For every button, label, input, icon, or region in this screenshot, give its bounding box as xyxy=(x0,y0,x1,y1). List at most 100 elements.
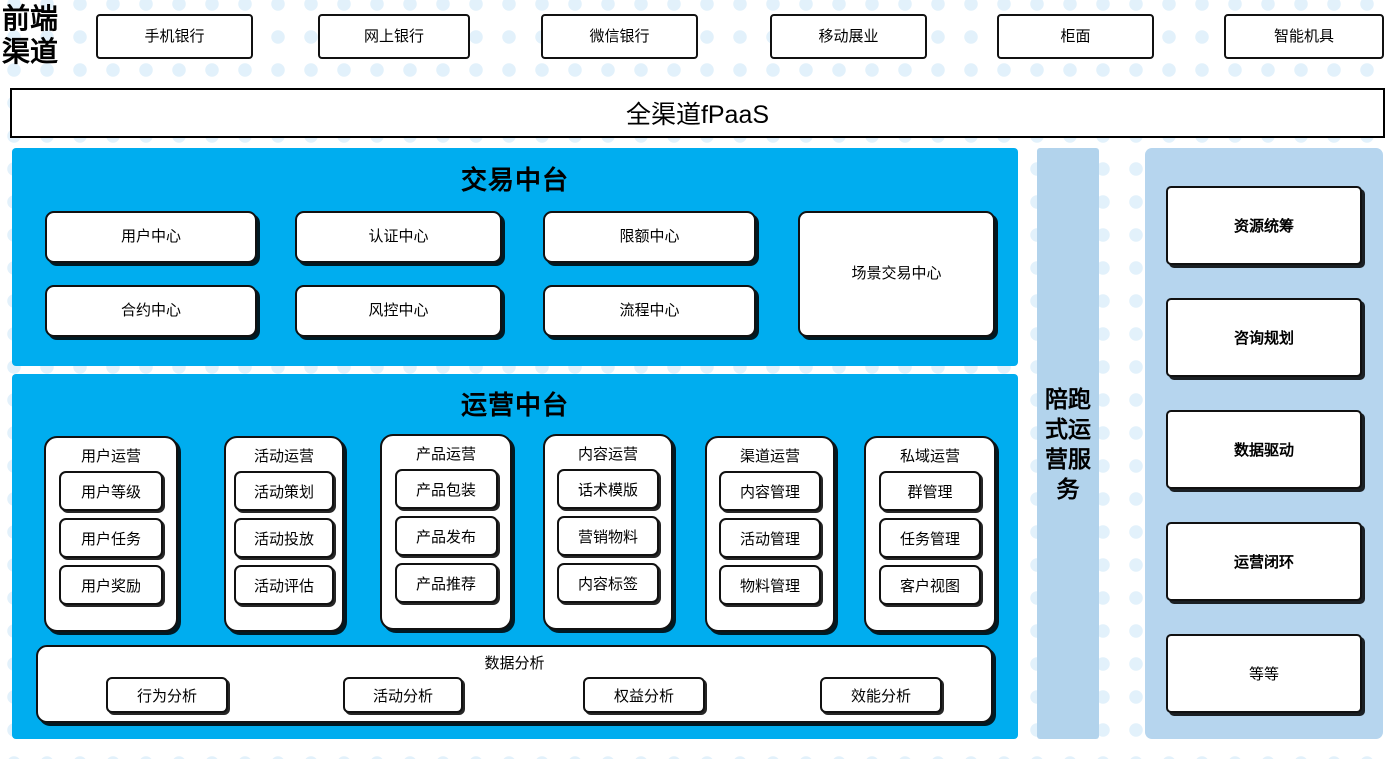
ops-item-label: 产品发布 xyxy=(415,528,476,546)
ops-group-title: 产品运营 xyxy=(415,446,476,463)
channel-box-2[interactable]: 网上银行 xyxy=(318,14,470,59)
ops-item-3-3[interactable]: 产品推荐 xyxy=(394,563,498,603)
ops-group-title: 私域运营 xyxy=(899,448,960,465)
data-analysis-item-label: 权益分析 xyxy=(613,687,674,705)
ops-item-label: 客户视图 xyxy=(899,577,960,595)
data-analysis-item-4[interactable]: 效能分析 xyxy=(820,677,942,713)
ops-item-label: 用户任务 xyxy=(80,530,141,548)
ops-item-label: 任务管理 xyxy=(899,530,960,548)
capability-box-1[interactable]: 资源统筹 xyxy=(1166,186,1362,265)
ops-group-5: 渠道运营内容管理活动管理物料管理 xyxy=(705,436,835,632)
ops-item-label: 用户奖励 xyxy=(80,577,141,595)
ops-item-label: 内容标签 xyxy=(577,575,638,593)
channel-box-6[interactable]: 智能机具 xyxy=(1224,14,1384,59)
ops-item-3-1[interactable]: 产品包装 xyxy=(394,469,498,509)
ops-item-label: 活动策划 xyxy=(253,483,314,501)
ops-platform-title: 运营中台 xyxy=(460,390,569,420)
trade-center-box-4[interactable]: 合约中心 xyxy=(45,285,257,337)
trade-center-label: 用户中心 xyxy=(120,228,181,246)
channel-label: 移动展业 xyxy=(818,27,879,45)
channel-box-5[interactable]: 柜面 xyxy=(997,14,1154,59)
ops-item-4-1[interactable]: 话术模版 xyxy=(557,469,659,509)
data-analysis-item-label: 效能分析 xyxy=(850,687,911,705)
ops-group-3: 产品运营产品包装产品发布产品推荐 xyxy=(380,434,512,630)
trade-center-box-5[interactable]: 风控中心 xyxy=(295,285,502,337)
ops-item-label: 产品推荐 xyxy=(415,575,476,593)
channel-label: 微信银行 xyxy=(589,27,650,45)
trade-center-label: 认证中心 xyxy=(368,228,429,246)
ops-group-2: 活动运营活动策划活动投放活动评估 xyxy=(224,436,344,632)
ops-item-5-3[interactable]: 物料管理 xyxy=(719,565,821,605)
trade-center-box-1[interactable]: 用户中心 xyxy=(45,211,257,263)
ops-item-label: 内容管理 xyxy=(739,483,800,501)
ops-item-6-3[interactable]: 客户视图 xyxy=(879,565,981,605)
trade-center-label: 合约中心 xyxy=(120,302,181,320)
ops-item-2-2[interactable]: 活动投放 xyxy=(234,518,334,558)
ops-item-4-3[interactable]: 内容标签 xyxy=(557,563,659,603)
trade-center-box-7[interactable]: 场景交易中心 xyxy=(798,211,995,337)
capability-label: 数据驱动 xyxy=(1233,442,1294,459)
ops-group-6: 私域运营群管理任务管理客户视图 xyxy=(864,436,996,632)
capability-box-2[interactable]: 咨询规划 xyxy=(1166,298,1362,377)
ops-item-6-1[interactable]: 群管理 xyxy=(879,471,981,511)
ops-item-label: 话术模版 xyxy=(577,481,638,499)
data-analysis-title: 数据分析 xyxy=(484,655,545,672)
channel-label: 智能机具 xyxy=(1273,27,1334,45)
ops-item-6-2[interactable]: 任务管理 xyxy=(879,518,981,558)
ops-item-label: 活动投放 xyxy=(253,530,314,548)
ops-item-2-1[interactable]: 活动策划 xyxy=(234,471,334,511)
frontend-label-line1: 前端 xyxy=(2,4,59,35)
capability-label: 等等 xyxy=(1248,666,1279,683)
ops-group-title: 渠道运营 xyxy=(739,448,800,465)
fpaas-bar[interactable]: 全渠道fPaaS xyxy=(10,88,1385,138)
frontend-label-line2: 渠道 xyxy=(2,37,59,68)
ops-item-label: 物料管理 xyxy=(739,577,800,595)
data-analysis-item-label: 行为分析 xyxy=(136,687,197,705)
ops-item-2-3[interactable]: 活动评估 xyxy=(234,565,334,605)
ops-item-1-1[interactable]: 用户等级 xyxy=(59,471,163,511)
data-analysis-item-2[interactable]: 活动分析 xyxy=(343,677,463,713)
capability-box-3[interactable]: 数据驱动 xyxy=(1166,410,1362,489)
ops-item-label: 活动评估 xyxy=(253,577,314,595)
ops-group-4: 内容运营话术模版营销物料内容标签 xyxy=(543,434,673,630)
ops-item-label: 活动管理 xyxy=(739,530,800,548)
ops-item-5-1[interactable]: 内容管理 xyxy=(719,471,821,511)
ops-item-5-2[interactable]: 活动管理 xyxy=(719,518,821,558)
capability-box-4[interactable]: 运营闭环 xyxy=(1166,522,1362,601)
ops-group-title: 活动运营 xyxy=(253,448,314,465)
trade-center-label: 场景交易中心 xyxy=(851,265,942,283)
channel-box-4[interactable]: 移动展业 xyxy=(770,14,927,59)
channel-label: 柜面 xyxy=(1060,27,1091,45)
fpaas-label: 全渠道fPaaS xyxy=(625,101,770,129)
trade-center-box-6[interactable]: 流程中心 xyxy=(543,285,756,337)
ops-item-1-2[interactable]: 用户任务 xyxy=(59,518,163,558)
trade-platform-title: 交易中台 xyxy=(460,165,569,195)
capability-panel: 资源统筹咨询规划数据驱动运营闭环等等 xyxy=(1145,148,1383,739)
trade-center-box-3[interactable]: 限额中心 xyxy=(543,211,756,263)
ops-item-label: 产品包装 xyxy=(415,481,476,499)
channel-box-3[interactable]: 微信银行 xyxy=(541,14,698,59)
escort-service-column: 陪跑式运营服务 xyxy=(1037,148,1099,739)
trade-center-box-2[interactable]: 认证中心 xyxy=(295,211,502,263)
capability-label: 资源统筹 xyxy=(1233,218,1294,235)
capability-label: 咨询规划 xyxy=(1233,330,1294,347)
data-analysis-item-1[interactable]: 行为分析 xyxy=(106,677,228,713)
ops-item-label: 用户等级 xyxy=(80,483,141,501)
ops-group-title: 用户运营 xyxy=(80,448,141,465)
ops-item-label: 群管理 xyxy=(907,483,953,501)
capability-label: 运营闭环 xyxy=(1233,554,1294,571)
ops-item-1-3[interactable]: 用户奖励 xyxy=(59,565,163,605)
channel-label: 网上银行 xyxy=(363,27,424,45)
ops-item-3-2[interactable]: 产品发布 xyxy=(394,516,498,556)
escort-service-label: 陪跑式运营服务 xyxy=(1045,385,1091,502)
capability-box-5[interactable]: 等等 xyxy=(1166,634,1362,713)
frontend-channel-label: 前端 渠道 xyxy=(2,2,90,70)
channel-box-1[interactable]: 手机银行 xyxy=(96,14,253,59)
trade-center-label: 流程中心 xyxy=(619,302,680,320)
trade-platform-panel: 交易中台 用户中心 认证中心 限额中心合约中心 风控中心 流程中心 场景交易中心 xyxy=(12,148,1018,366)
ops-group-1: 用户运营用户等级用户任务用户奖励 xyxy=(44,436,178,632)
ops-item-4-2[interactable]: 营销物料 xyxy=(557,516,659,556)
data-analysis-item-label: 活动分析 xyxy=(372,687,433,705)
data-analysis-item-3[interactable]: 权益分析 xyxy=(583,677,705,713)
